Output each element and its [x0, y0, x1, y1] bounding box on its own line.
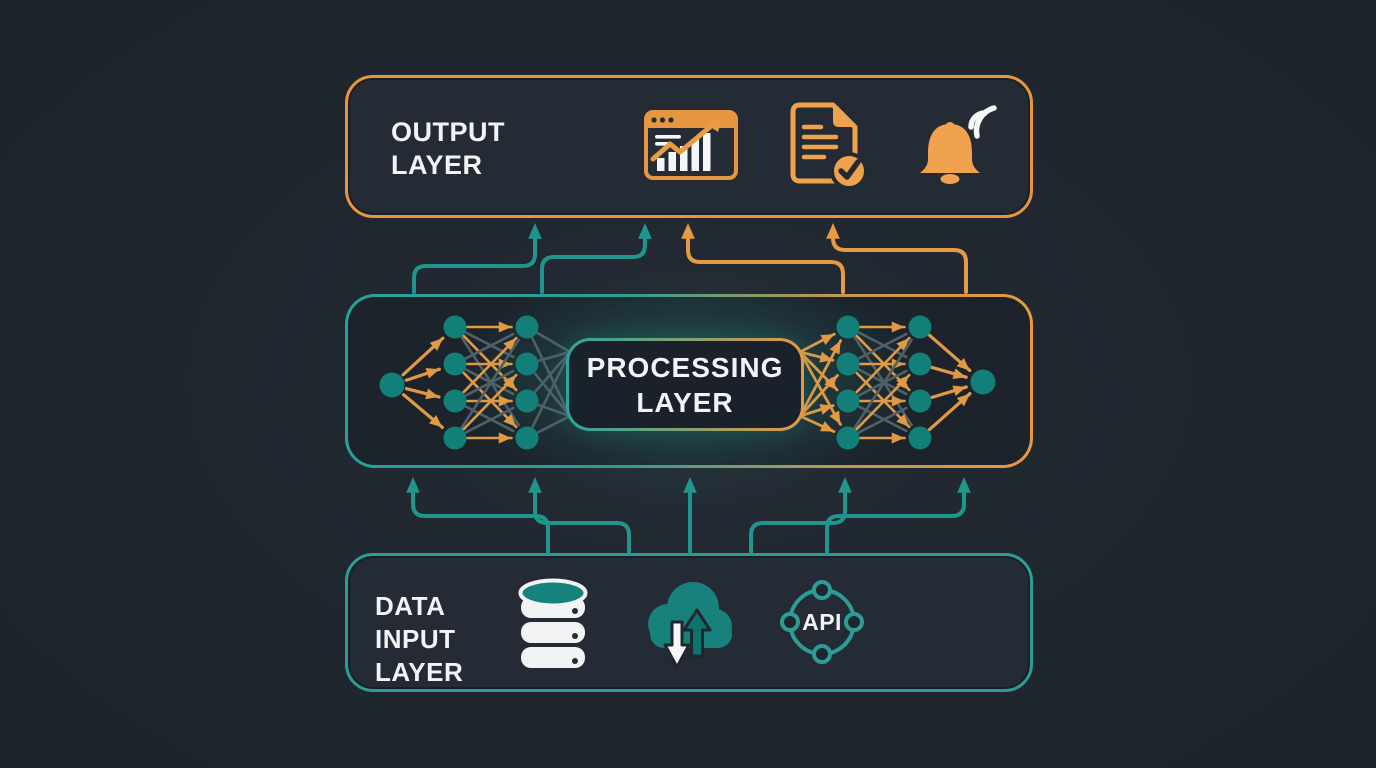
- notification-bell-icon: [920, 105, 997, 184]
- processing-layer-title-line1: PROCESSING: [586, 351, 784, 383]
- database-icon: [518, 578, 588, 668]
- output-layer-title-line1: OUTPUT: [391, 117, 505, 147]
- data-input-layer-title: DATA INPUT LAYER: [375, 590, 463, 689]
- cloud-transfer-icon: [648, 582, 732, 669]
- processing-layer-pill: PROCESSING LAYER: [566, 338, 804, 431]
- output-layer-title-line2: LAYER: [391, 150, 483, 180]
- dashboard-chart-icon: [644, 110, 738, 180]
- data-input-title-line3: LAYER: [375, 657, 464, 687]
- processing-layer-title-line2: LAYER: [636, 386, 734, 418]
- data-input-title-line1: DATA: [375, 591, 446, 621]
- api-label: API: [802, 608, 842, 635]
- output-layer-title: OUTPUT LAYER: [391, 116, 505, 182]
- api-icon: [780, 580, 864, 664]
- data-input-title-line2: INPUT: [375, 624, 456, 654]
- document-check-icon: [790, 102, 868, 190]
